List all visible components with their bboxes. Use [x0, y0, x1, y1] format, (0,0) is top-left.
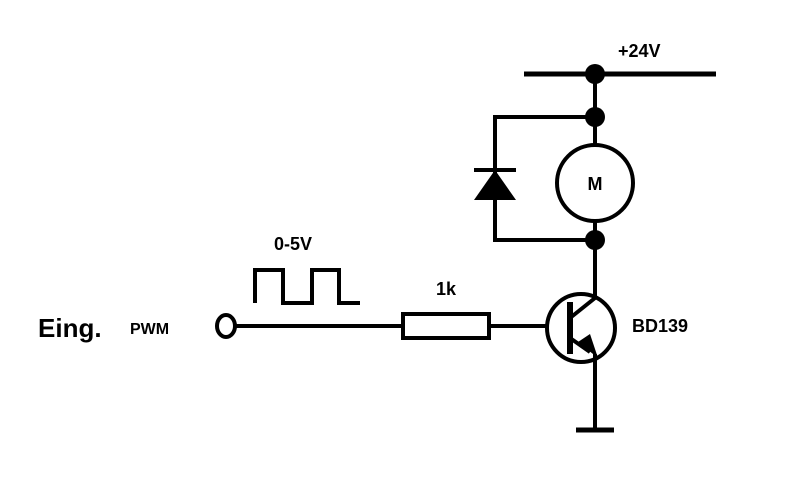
transistor-emitter-lead: [568, 336, 592, 354]
resistor-body: [401, 312, 491, 340]
input-terminal: [215, 313, 237, 339]
supply-label: +24V: [618, 41, 661, 61]
junction-dot-top: [585, 107, 605, 127]
junction-dot-rail: [585, 64, 605, 84]
transistor-emitter-arrow: [578, 334, 598, 358]
signal-level-label: 0-5V: [274, 234, 312, 254]
resistor-label: 1k: [436, 279, 457, 299]
motor-label: M: [588, 174, 603, 194]
transistor-circle: [545, 292, 617, 364]
transistor-label: BD139: [632, 316, 688, 336]
input-label: Eing.: [38, 313, 102, 343]
pwm-label: PWM: [130, 321, 169, 338]
diode-triangle: [474, 170, 516, 200]
pwm-waveform-icon: [253, 268, 360, 305]
transistor-collector-lead: [568, 296, 597, 320]
